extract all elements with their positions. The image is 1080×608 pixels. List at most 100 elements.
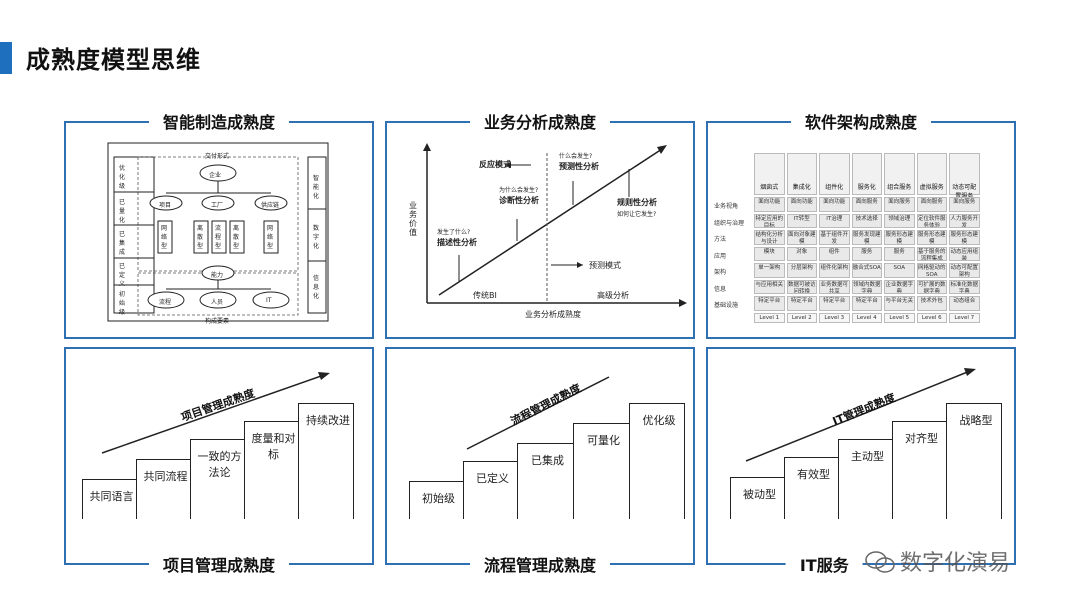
- branch-supply-chain: 供应链: [261, 202, 280, 209]
- step-2: 共同流程: [136, 459, 190, 519]
- reactive-mode-label: 反应模式: [479, 160, 511, 169]
- column-header: 烟囱式: [754, 153, 785, 195]
- process-trend-arrow: [466, 376, 610, 450]
- matrix-cell: 特定平台: [754, 296, 785, 311]
- delivery-form-label: 交付形式: [205, 153, 230, 160]
- x-axis-label: 业务分析成熟度: [525, 310, 581, 319]
- type-discrete-1: 离散型: [197, 225, 204, 250]
- row-label: 应用: [714, 252, 727, 260]
- matrix-cell: 对象: [786, 246, 817, 261]
- ability-node: 能力: [211, 272, 224, 279]
- row-label: 方法: [714, 236, 727, 243]
- matrix-cell: 服务形态建模: [884, 230, 915, 245]
- matrix-cell: 领域内数据字典: [851, 279, 882, 294]
- column-header: 服务化: [851, 153, 882, 195]
- step-1: 被动型: [730, 477, 784, 519]
- step-1: 初始级: [409, 481, 463, 519]
- step-1: 共同语言: [82, 479, 136, 519]
- stage-intelligent: 智能化: [313, 175, 320, 200]
- matrix-cell: 服务形态建模: [949, 230, 980, 245]
- type-process: 流程型: [215, 225, 222, 250]
- matrix-cell: 特定平台: [786, 296, 817, 311]
- element-people: 人员: [211, 299, 224, 306]
- matrix-cell: 业务数据可共享: [819, 279, 850, 294]
- matrix-cell: 组件: [819, 246, 850, 261]
- element-process: 流程: [159, 299, 172, 306]
- element-it: IT: [266, 297, 272, 304]
- row-label: 组织与治理: [714, 219, 745, 227]
- panel-title: 智能制造成熟度: [148, 109, 290, 133]
- column-header: 组件化: [819, 153, 850, 195]
- panel-title: 软件架构成熟度: [790, 109, 932, 133]
- panel-title: IT服务: [785, 552, 863, 576]
- level-cell: Level 3: [819, 312, 850, 323]
- matrix-cell: 基于服务的流程集成: [916, 246, 947, 261]
- step-5: 持续改进: [298, 403, 354, 519]
- matrix-cell: 分层架构: [786, 263, 817, 278]
- stage-diagnostic-question: 为什么会发生?: [499, 187, 539, 194]
- wechat-icon: [865, 551, 895, 573]
- matrix-cell: 面向功能: [754, 197, 785, 212]
- predictive-mode-label: 预测模式: [589, 261, 621, 270]
- stage-diagnostic: 诊断性分析: [499, 196, 539, 205]
- matrix-cell: 组件化架构: [819, 263, 850, 278]
- row-label: 业务视角: [714, 203, 739, 210]
- elements-label: 构成要素: [205, 318, 230, 325]
- level-cell: Level 7: [949, 312, 980, 323]
- matrix-cell: 基于组件开发: [819, 230, 850, 245]
- level-quantified: 已量化: [119, 199, 126, 224]
- stage-descriptive-question: 发生了什么?: [437, 229, 471, 236]
- type-discrete-2: 离散型: [233, 225, 240, 250]
- matrix-cell: 技术选择: [851, 213, 882, 228]
- matrix-cell: 定位软件服务体验: [916, 213, 947, 228]
- matrix-cell: IT转型: [786, 213, 817, 228]
- column-header: 集成化: [786, 153, 817, 195]
- matrix-cell: 面向对象建模: [786, 230, 817, 245]
- watermark: 数字化演易: [900, 551, 1011, 576]
- level-cell: Level 5: [884, 312, 915, 323]
- row-label: 架构: [714, 269, 727, 276]
- type-network-2: 网络型: [267, 225, 274, 250]
- step-5: 战略型: [946, 403, 1002, 519]
- matrix-cell: 与平台无关: [884, 296, 915, 311]
- row-label: 信息: [714, 285, 727, 293]
- level-defined: 已定义: [119, 263, 126, 288]
- traditional-bi-label: 传统BI: [473, 291, 497, 300]
- stage-prescriptive: 规则性分析: [617, 198, 657, 207]
- smart-manufacturing-diagram: [107, 142, 329, 322]
- panel-process-management: 流程管理成熟度 初始级 已定义 已集成 可量化 优化级 流程管理成熟度: [385, 347, 695, 576]
- column-header: 虚拟服务: [916, 153, 947, 195]
- y-axis-label: 业务价值: [409, 201, 417, 237]
- row-label: 基础设施: [714, 302, 739, 309]
- stage-predictive: 预测性分析: [559, 162, 599, 171]
- level-cell: Level 4: [851, 312, 882, 323]
- step-3: 已集成: [517, 443, 573, 519]
- step-2: 有效型: [784, 457, 838, 519]
- matrix-cell: 服务: [851, 246, 882, 261]
- matrix-cell: 面向服务: [851, 197, 882, 212]
- matrix-cell: 标准化数据字典: [949, 279, 980, 294]
- matrix-cell: 与应用相关: [754, 279, 785, 294]
- panel-title: 项目管理成熟度: [148, 552, 290, 576]
- matrix-cell: 结构化分析与设计: [754, 230, 785, 245]
- matrix-cell: 面向服务: [949, 197, 980, 212]
- matrix-cell: 动态组合: [949, 296, 980, 311]
- matrix-cell: 面向服务: [916, 197, 947, 212]
- matrix-cell: 面向功能: [819, 197, 850, 212]
- level-cell: Level 2: [786, 312, 817, 323]
- panel-business-analytics: 业务分析成熟度 业务价值 业务分析成熟度 传统BI 高级分析 发生了什么? 描述…: [385, 109, 695, 339]
- matrix-cell: 单一架构: [754, 263, 785, 278]
- title-accent-bar: [0, 42, 12, 74]
- matrix-cell: 服务: [884, 246, 915, 261]
- matrix-cell: 动态应用组装: [949, 246, 980, 261]
- step-5: 优化级: [629, 403, 685, 519]
- matrix-cell: 特定应用的目标: [754, 213, 785, 228]
- panel-smart-manufacturing: 智能制造成熟度 交付形式 企业 项目 工厂 供应链 网络型 离散型 流程型: [64, 109, 374, 339]
- branch-project: 项目: [159, 202, 172, 209]
- column-header: 组合服务: [884, 153, 915, 195]
- page-title: 成熟度模型思维: [26, 46, 201, 74]
- matrix-cell: 领域治理: [884, 213, 915, 228]
- step-2: 已定义: [463, 461, 517, 519]
- matrix-cell: 特定平台: [851, 296, 882, 311]
- matrix-cell: 动态可配置架构: [949, 263, 980, 278]
